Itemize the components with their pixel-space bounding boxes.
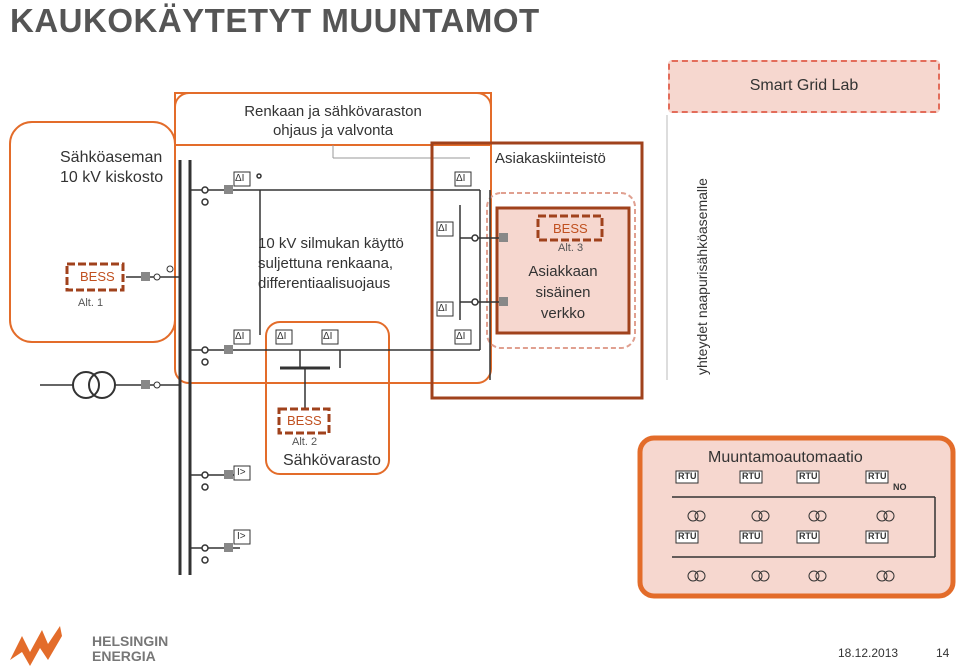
automation-title: Muuntamoautomaatio (708, 449, 863, 466)
ring-note: 10 kV silmukan käyttö suljettuna renkaan… (258, 234, 404, 294)
rtu-label: RTU (742, 471, 761, 481)
relay-label: ΔI (277, 331, 287, 342)
logo-line: HELSINGIN (92, 633, 169, 649)
ring-control-line: ohjaus ja valvonta (272, 122, 394, 139)
neighbor-links-label: yhteydet naapurisähköasemalle (694, 178, 710, 375)
relay-label: ΔI (438, 303, 448, 314)
logo-text: HELSINGIN ENERGIA (92, 634, 168, 664)
rtu-label: RTU (799, 471, 818, 481)
rtu-label: RTU (868, 471, 887, 481)
bess-alt1-label: BESS (80, 269, 115, 284)
relay-label: ΔI (235, 173, 245, 184)
relay-label: ΔI (456, 331, 466, 342)
ring-control-label: Renkaan ja sähkövaraston ohjaus ja valvo… (175, 102, 491, 140)
relay-label: ΔI (235, 331, 245, 342)
customer-network-line: Asiakkaan (528, 263, 598, 280)
bess-alt3-label: BESS (553, 221, 588, 236)
relay-label: I> (237, 531, 246, 542)
ring-note-line: suljettuna renkaana, (258, 255, 394, 272)
page-number: 14 (936, 646, 950, 660)
relay-label: ΔI (456, 173, 466, 184)
storage-box (265, 321, 390, 475)
customer-property-label: Asiakaskiinteistö (495, 150, 606, 167)
bess-alt2-alt: Alt. 2 (292, 436, 318, 448)
customer-network-box (495, 206, 631, 335)
rtu-label: RTU (678, 531, 697, 541)
customer-property-box (430, 141, 644, 400)
ring-note-line: differentiaalisuojaus (258, 275, 391, 292)
relay-label: ΔI (323, 331, 333, 342)
relay-label: ΔI (438, 223, 448, 234)
helsingin-energia-logo-icon (10, 626, 62, 666)
bess-alt2-label: BESS (287, 413, 322, 428)
substation-label-line: 10 kV kiskosto (60, 169, 164, 186)
rtu-label: RTU (799, 531, 818, 541)
ring-note-line: 10 kV silmukan käyttö (258, 235, 404, 252)
bess-alt1-box (65, 262, 125, 292)
bess-alt1-alt: Alt. 1 (78, 297, 104, 309)
transformer-icon (72, 371, 100, 399)
page-title: KAUKOKÄYTETYT MUUNTAMOT (10, 2, 540, 39)
storage-caption: Sähkövarasto (283, 452, 381, 469)
footer-date: 18.12.2013 (838, 646, 899, 660)
rtu-label: RTU (868, 531, 887, 541)
customer-network-dashed (486, 192, 636, 349)
relay-label: I> (237, 467, 246, 478)
substation-label-line: Sähköaseman (60, 149, 163, 166)
rtu-label: RTU (678, 471, 697, 481)
relay-delta-i (233, 171, 251, 187)
substation-label: Sähköaseman 10 kV kiskosto (60, 148, 163, 188)
rtu-label: RTU (742, 531, 761, 541)
customer-network-line: verkko (540, 305, 586, 322)
customer-network-label: Asiakkaan sisäinen verkko (497, 261, 629, 324)
no-label: NO (893, 482, 907, 492)
bess-alt2-box (277, 407, 331, 435)
bess-alt3-alt: Alt. 3 (558, 242, 584, 254)
customer-network-line: sisäinen (535, 284, 591, 301)
relay-overcurrent (233, 465, 251, 481)
logo-line: ENERGIA (92, 648, 156, 664)
smart-grid-lab-label: Smart Grid Lab (668, 60, 940, 113)
ring-control-line: Renkaan ja sähkövaraston (244, 103, 422, 120)
